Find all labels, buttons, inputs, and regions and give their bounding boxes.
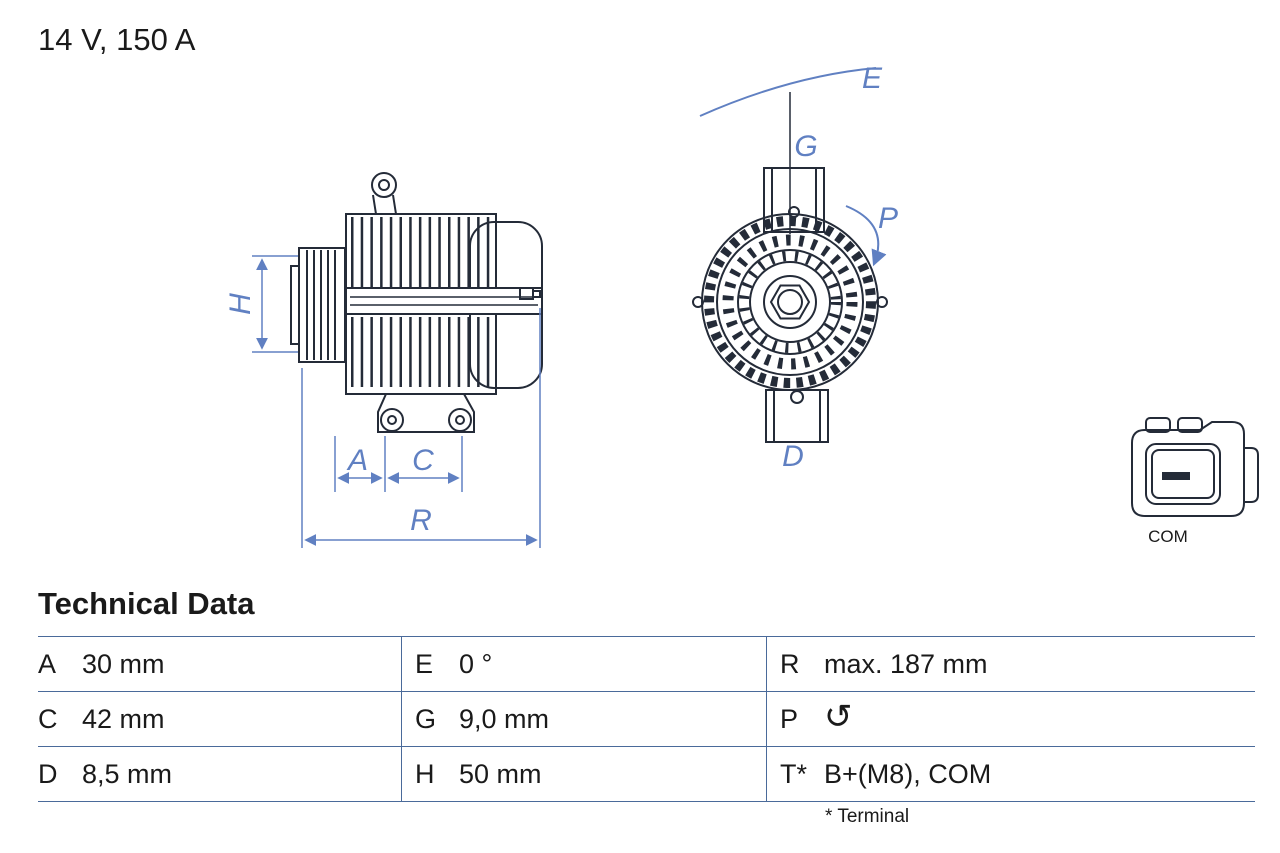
spec-cell: E 0 ° [401, 637, 766, 691]
page-title: 14 V, 150 A [38, 22, 196, 57]
spec-value: 0 ° [459, 648, 493, 679]
spec-key: T* [780, 758, 807, 789]
front-bottom-mount [765, 389, 829, 443]
rotation-p-arrow [845, 205, 887, 267]
pulley-shaft [290, 265, 300, 345]
dim-label-g: G [794, 130, 817, 163]
toothed-ring [704, 216, 876, 388]
technical-data-table: A 30 mm E 0 ° R max. 187 mm C 42 mm G 9,… [38, 636, 1255, 802]
spec-cell: A 30 mm [38, 637, 401, 691]
spec-key: H [415, 758, 435, 789]
spec-key: E [415, 648, 434, 679]
connector-outline [1131, 421, 1245, 517]
front-view-annotations [699, 67, 887, 267]
spec-value: max. 187 mm [824, 648, 988, 679]
spec-value: 50 mm [459, 758, 542, 789]
claw-pole-ring [739, 251, 841, 353]
connector-label: COM [1148, 527, 1188, 546]
side-view-dimensions [252, 255, 541, 548]
alternator-technical-drawing: H A C R [224, 62, 1259, 548]
table-row: D 8,5 mm H 50 mm T* B+(M8), COM [38, 747, 1255, 802]
shaft-hex-nut [769, 284, 811, 320]
spec-value: 9,0 mm [459, 703, 550, 734]
dim-label-a: A [346, 444, 368, 477]
connector-terminal-blade [1162, 472, 1190, 480]
rotation-direction-icon: ↺ [824, 698, 853, 736]
spec-key: A [38, 648, 57, 679]
spec-key: R [780, 648, 800, 679]
dim-label-d: D [782, 440, 804, 473]
spec-value: 8,5 mm [82, 758, 173, 789]
connector-tab [1244, 447, 1259, 503]
spec-cell: T* B+(M8), COM [766, 747, 1255, 801]
table-row: A 30 mm E 0 ° R max. 187 mm [38, 637, 1255, 692]
spec-key: G [415, 703, 437, 734]
spec-cell: R max. 187 mm [766, 637, 1255, 691]
technical-data-heading: Technical Data [38, 586, 255, 621]
dim-label-h: H [224, 293, 257, 315]
front-view-dimension-labels: E G P D [782, 62, 898, 473]
side-view [290, 172, 543, 433]
table-row: C 42 mm G 9,0 mm P ↺ [38, 692, 1255, 747]
front-top-mount [763, 167, 825, 233]
spec-key: P [780, 703, 799, 734]
spec-cell: G 9,0 mm [401, 692, 766, 746]
spec-cell: H 50 mm [401, 747, 766, 801]
spec-key: D [38, 758, 58, 789]
stator-slot-ring [722, 234, 858, 370]
spec-cell: D 8,5 mm [38, 747, 401, 801]
bottom-mount [377, 393, 475, 433]
spec-key: C [38, 703, 58, 734]
spec-value: B+(M8), COM [824, 758, 992, 789]
angle-e-arc [699, 67, 877, 117]
connector-view [1131, 417, 1259, 517]
dim-label-c: C [412, 444, 434, 477]
dim-label-e: E [862, 62, 883, 95]
spec-value: 42 mm [82, 703, 165, 734]
dim-label-p: P [878, 202, 898, 235]
front-view [692, 92, 888, 443]
spec-cell: C 42 mm [38, 692, 401, 746]
dim-label-r: R [410, 504, 432, 537]
terminal-footnote: * Terminal [825, 806, 910, 827]
spec-cell: P ↺ [766, 692, 1255, 746]
spec-value: 30 mm [82, 648, 165, 679]
top-lug-hole [371, 172, 397, 198]
side-view-dimension-labels: H A C R [224, 293, 434, 537]
